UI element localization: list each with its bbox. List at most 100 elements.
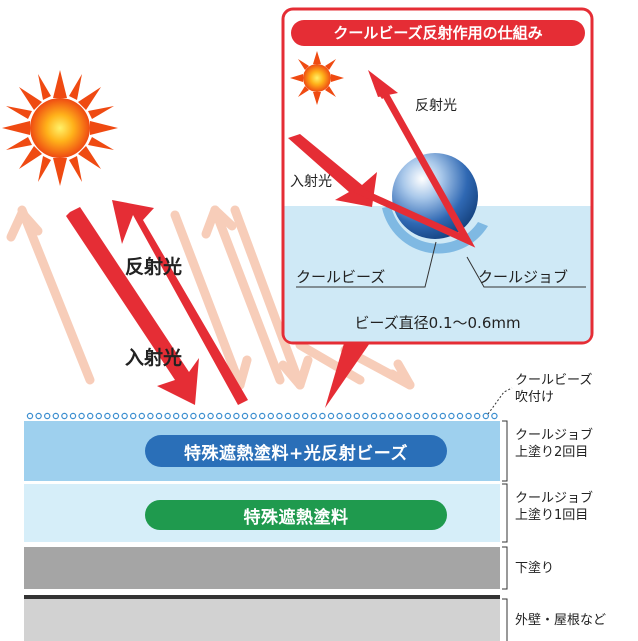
wall-label: 外壁・屋根など bbox=[515, 613, 607, 628]
bead-dot bbox=[190, 412, 197, 420]
bead-dot bbox=[112, 412, 120, 420]
top-coat-pill: 特殊遮熱塗料+光反射ビーズ bbox=[145, 435, 447, 467]
top-coat1-label-2: 上塗り1回目 bbox=[515, 508, 589, 523]
bead-dot bbox=[69, 412, 77, 420]
bead-dot bbox=[172, 412, 180, 420]
bead-dot bbox=[276, 412, 283, 420]
bead-dot bbox=[129, 412, 137, 420]
bracket-top-coat-2 bbox=[502, 420, 508, 482]
bead-dot bbox=[388, 412, 395, 420]
inset-incident-label: 入射光 bbox=[290, 174, 332, 190]
bead-dot bbox=[396, 412, 403, 420]
faint-arrow-down-head bbox=[387, 359, 415, 390]
callout-pointer bbox=[325, 340, 372, 408]
top-coat2-label-1: クールジョブ bbox=[515, 428, 594, 443]
bead-dot bbox=[155, 412, 163, 420]
jobu-ring bbox=[382, 206, 488, 254]
bead-dot bbox=[431, 412, 438, 420]
small-sun-icon bbox=[290, 51, 344, 105]
bead-dot bbox=[207, 412, 214, 420]
wall-edge bbox=[24, 595, 500, 599]
jobu-leader bbox=[466, 256, 586, 288]
bead-dot bbox=[215, 412, 223, 420]
bead-dot bbox=[465, 412, 472, 420]
bracket-undercoat bbox=[502, 546, 508, 590]
faint-arrow-down bbox=[230, 205, 305, 390]
bead-dot bbox=[104, 412, 111, 420]
bead-dot bbox=[241, 412, 249, 420]
bead-dot bbox=[198, 412, 206, 420]
inset-diameter-label: ビーズ直径0.1～0.6mm bbox=[354, 314, 521, 332]
beads-spray-label-1: クールビーズ bbox=[515, 373, 593, 388]
inset-beads-label: クールビーズ bbox=[296, 268, 386, 286]
faint-arrows bbox=[6, 205, 415, 390]
bead-spray-leader bbox=[487, 387, 513, 415]
bead-dot bbox=[345, 412, 352, 420]
bead-dot bbox=[482, 412, 489, 420]
bead-dot bbox=[52, 412, 60, 420]
bead-dot bbox=[319, 412, 326, 420]
layer-wall bbox=[24, 599, 500, 641]
inset-reflected-label: 反射光 bbox=[415, 98, 457, 114]
bead-dot bbox=[336, 412, 343, 420]
bead-dot bbox=[379, 412, 386, 420]
bead-dot bbox=[267, 412, 274, 420]
bead-dot bbox=[250, 412, 257, 420]
bead-dot bbox=[474, 412, 481, 420]
bead-dot bbox=[353, 412, 360, 420]
bead-dot bbox=[224, 412, 231, 420]
faint-arrow-up-head bbox=[201, 205, 237, 239]
beads-row bbox=[26, 412, 498, 420]
bead-dot bbox=[121, 412, 128, 420]
bracket-top-coat-1 bbox=[502, 483, 508, 543]
top-coat2-label-2: 上塗り2回目 bbox=[515, 445, 589, 460]
top-coat1-label-1: クールジョブ bbox=[515, 491, 594, 506]
bead-dot bbox=[422, 412, 429, 420]
faint-arrow-up-head bbox=[6, 208, 43, 242]
bead-dot bbox=[327, 412, 335, 420]
inset-jobu-label: クールジョブ bbox=[478, 268, 569, 286]
reflected-arrow bbox=[112, 200, 248, 405]
bead-dot bbox=[439, 412, 446, 420]
bead-dot bbox=[35, 412, 42, 420]
faint-arrow-down bbox=[170, 210, 245, 390]
faint-arrow-up bbox=[295, 340, 365, 385]
bead-dot bbox=[310, 412, 317, 420]
bead-dot bbox=[147, 412, 154, 420]
bead-dot bbox=[86, 412, 94, 420]
bead-dot bbox=[61, 412, 68, 420]
incident-arrow bbox=[66, 207, 199, 405]
inset-incident-arrow bbox=[288, 134, 377, 207]
bead-dot bbox=[448, 412, 455, 420]
bead-dot bbox=[405, 412, 412, 420]
bead-dot bbox=[233, 412, 240, 420]
bracket-wall bbox=[502, 598, 508, 641]
layer-undercoat bbox=[24, 547, 500, 589]
bead-dot bbox=[44, 412, 51, 420]
bead-dot bbox=[284, 412, 292, 420]
bead-dot bbox=[456, 412, 464, 420]
beads-spray-label-2: 吹付け bbox=[515, 390, 555, 405]
bead-dot bbox=[302, 412, 309, 420]
bead-dot bbox=[293, 412, 300, 420]
sun-icon bbox=[2, 70, 118, 186]
bead-dot bbox=[491, 412, 498, 420]
bead-dot bbox=[259, 412, 266, 420]
bead-dot bbox=[362, 412, 369, 420]
main-incident-label: 入射光 bbox=[125, 347, 183, 369]
main-arrows bbox=[66, 200, 248, 405]
faint-arrow-down-head bbox=[278, 355, 313, 390]
bead-dot bbox=[95, 412, 103, 420]
inset-title-pill bbox=[291, 20, 585, 46]
bead-dot bbox=[164, 412, 171, 420]
beads-leader bbox=[296, 241, 437, 288]
bead-dot bbox=[370, 412, 378, 420]
main-reflected-label: 反射光 bbox=[125, 256, 183, 278]
bead-dot bbox=[26, 412, 34, 420]
bead-dot bbox=[181, 412, 188, 420]
undercoat-label: 下塗り bbox=[515, 561, 555, 576]
second-coat-pill: 特殊遮熱塗料 bbox=[145, 500, 447, 530]
faint-arrow-up bbox=[210, 205, 285, 385]
